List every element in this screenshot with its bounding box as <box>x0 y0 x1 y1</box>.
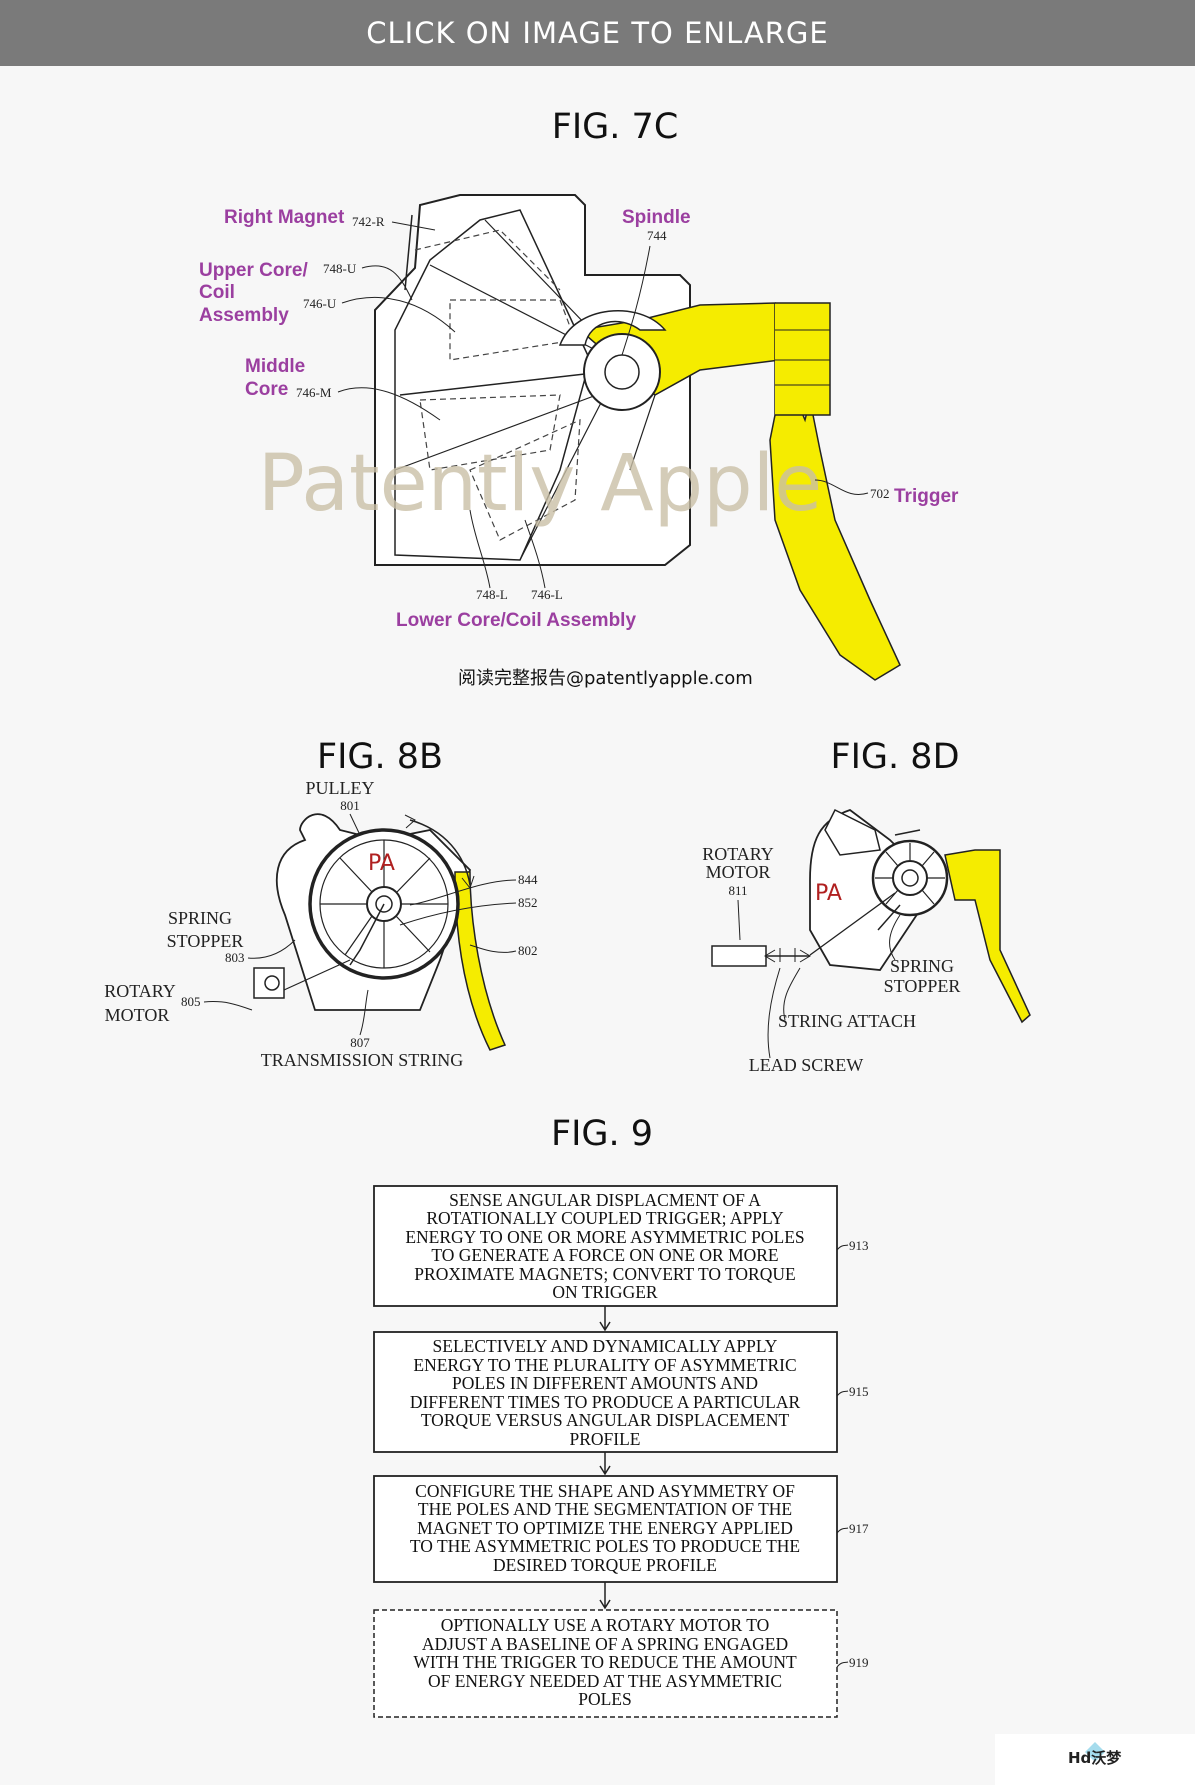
svg-text:919: 919 <box>849 1655 869 1670</box>
svg-text:801: 801 <box>340 798 360 813</box>
svg-text:802: 802 <box>518 943 538 958</box>
svg-text:852: 852 <box>518 895 538 910</box>
svg-text:Assembly: Assembly <box>199 305 289 326</box>
svg-text:TORQUE VERSUS ANGULAR DISPLACE: TORQUE VERSUS ANGULAR DISPLACEMENT <box>421 1410 790 1430</box>
fig-8d: FIG. 8D PA ROTARY MOTOR 811 SPRING STOPP… <box>702 737 1031 1075</box>
fig-7c: FIG. 7C Patently Apple Right Magnet 742-… <box>199 107 959 689</box>
svg-text:THE POLES AND THE SEGMENTATION: THE POLES AND THE SEGMENTATION OF THE <box>418 1499 792 1519</box>
svg-text:803: 803 <box>225 950 245 965</box>
svg-text:FIG. 9: FIG. 9 <box>551 1114 653 1154</box>
flow-step-919-optional <box>373 1609 838 1718</box>
svg-text:POLES IN DIFFERENT AMOUNTS AND: POLES IN DIFFERENT AMOUNTS AND <box>452 1373 758 1393</box>
enlarge-banner-text: CLICK ON IMAGE TO ENLARGE <box>366 16 829 50</box>
svg-text:MOTOR: MOTOR <box>706 862 771 882</box>
svg-text:OPTIONALLY USE A ROTARY MOTOR: OPTIONALLY USE A ROTARY MOTOR TO <box>441 1615 770 1635</box>
svg-text:Middle: Middle <box>245 356 305 377</box>
svg-text:CONFIGURE THE SHAPE AND ASYMME: CONFIGURE THE SHAPE AND ASYMMETRY OF <box>415 1481 795 1501</box>
svg-text:746-U: 746-U <box>303 296 337 311</box>
svg-text:917: 917 <box>849 1521 869 1536</box>
svg-text:STOPPER: STOPPER <box>167 931 244 951</box>
svg-text:Lower Core/Coil Assembly: Lower Core/Coil Assembly <box>396 610 636 631</box>
svg-text:Core: Core <box>245 379 288 400</box>
svg-text:TO THE ASYMMETRIC POLES TO PRO: TO THE ASYMMETRIC POLES TO PRODUCE THE <box>410 1536 800 1556</box>
svg-text:748-U: 748-U <box>323 261 357 276</box>
svg-text:WITH THE TRIGGER TO REDUCE THE: WITH THE TRIGGER TO REDUCE THE AMOUNT <box>413 1652 797 1672</box>
label-trigger: Trigger <box>894 486 959 507</box>
svg-text:Spindle: Spindle <box>622 207 691 228</box>
svg-text:744: 744 <box>647 228 667 243</box>
svg-text:Upper Core/: Upper Core/ <box>199 260 308 281</box>
svg-text:LEAD SCREW: LEAD SCREW <box>749 1055 864 1075</box>
svg-text:844: 844 <box>518 872 538 887</box>
svg-text:805: 805 <box>181 994 201 1009</box>
svg-text:ROTATIONALLY COUPLED TRIGGER;: ROTATIONALLY COUPLED TRIGGER; APPLY <box>426 1208 784 1228</box>
svg-text:811: 811 <box>728 883 747 898</box>
svg-text:TRANSMISSION STRING: TRANSMISSION STRING <box>261 1050 464 1070</box>
svg-text:748-L: 748-L <box>476 587 508 602</box>
source-credit: 阅读完整报告@patentlyapple.com <box>458 668 753 689</box>
svg-text:ENERGY TO ONE OR MORE ASYMMETR: ENERGY TO ONE OR MORE ASYMMETRIC POLES <box>405 1227 804 1247</box>
svg-text:746-L: 746-L <box>531 587 563 602</box>
label-right-magnet: Right Magnet <box>224 207 345 228</box>
svg-text:PROXIMATE MAGNETS; CONVERT TO: PROXIMATE MAGNETS; CONVERT TO TORQUE <box>414 1264 795 1284</box>
svg-text:ROTARY: ROTARY <box>702 844 774 864</box>
svg-text:STRING ATTACH: STRING ATTACH <box>778 1011 916 1031</box>
svg-text:ON TRIGGER: ON TRIGGER <box>552 1282 657 1302</box>
svg-text:FIG. 8B: FIG. 8B <box>317 737 443 777</box>
svg-text:PA: PA <box>368 851 395 876</box>
svg-text:PROFILE: PROFILE <box>570 1429 641 1449</box>
svg-text:SENSE ANGULAR DISPLACMENT OF A: SENSE ANGULAR DISPLACMENT OF A <box>449 1190 761 1210</box>
flow-step-917 <box>373 1475 838 1583</box>
corner-logo: Hd沃梦 <box>995 1734 1195 1785</box>
enlarge-banner[interactable]: CLICK ON IMAGE TO ENLARGE <box>0 0 1195 66</box>
svg-text:OF ENERGY NEEDED AT THE ASYMME: OF ENERGY NEEDED AT THE ASYMMETRIC <box>428 1671 782 1691</box>
patent-figures[interactable]: FIG. 7C Patently Apple Right Magnet 742-… <box>0 66 1195 1785</box>
svg-text:915: 915 <box>849 1384 869 1399</box>
svg-text:Coil: Coil <box>199 282 235 303</box>
svg-text:ENERGY TO THE PLURALITY OF ASY: ENERGY TO THE PLURALITY OF ASYMMETRIC <box>413 1355 796 1375</box>
logo-text: Hd沃梦 <box>1068 1749 1122 1767</box>
svg-text:ADJUST A BASELINE OF A SPRING: ADJUST A BASELINE OF A SPRING ENGAGED <box>422 1634 788 1654</box>
svg-text:ROTARY: ROTARY <box>104 981 176 1001</box>
svg-text:DIFFERENT TIMES TO PRODUCE A P: DIFFERENT TIMES TO PRODUCE A PARTICULAR <box>410 1392 801 1412</box>
svg-text:742-R: 742-R <box>352 214 385 229</box>
fig-8b: FIG. 8B PA PULLEY 801 844 852 802 SPRING… <box>104 737 538 1070</box>
svg-text:TO GENERATE A FORCE ON ONE OR: TO GENERATE A FORCE ON ONE OR MORE <box>431 1245 778 1265</box>
svg-text:PA: PA <box>815 881 842 906</box>
svg-text:FIG. 8D: FIG. 8D <box>830 737 959 777</box>
svg-text:DESIRED TORQUE PROFILE: DESIRED TORQUE PROFILE <box>493 1555 717 1575</box>
svg-text:STOPPER: STOPPER <box>884 976 961 996</box>
watermark: Patently Apple <box>258 439 823 529</box>
svg-text:746-M: 746-M <box>296 385 332 400</box>
svg-text:POLES: POLES <box>578 1689 631 1709</box>
svg-text:913: 913 <box>849 1238 869 1253</box>
svg-text:SPRING: SPRING <box>890 956 954 976</box>
svg-text:MOTOR: MOTOR <box>105 1005 170 1025</box>
svg-text:PULLEY: PULLEY <box>306 778 375 798</box>
fig-9: FIG. 9 SENSE ANGULAR DISPLACMENT OF A RO… <box>373 1114 869 1718</box>
svg-text:MAGNET TO OPTIMIZE THE ENERGY: MAGNET TO OPTIMIZE THE ENERGY APPLIED <box>417 1518 793 1538</box>
svg-text:SPRING: SPRING <box>168 908 232 928</box>
8d-rotary-motor <box>711 945 767 967</box>
svg-text:SELECTIVELY AND DYNAMICALLY AP: SELECTIVELY AND DYNAMICALLY APPLY <box>433 1336 778 1356</box>
svg-text:702: 702 <box>870 486 890 501</box>
8b-trigger <box>454 871 507 1051</box>
fig-7c-title: FIG. 7C <box>552 107 679 147</box>
flow-step-913 <box>373 1185 838 1307</box>
8d-trigger <box>944 849 1031 1024</box>
svg-text:807: 807 <box>350 1035 370 1050</box>
